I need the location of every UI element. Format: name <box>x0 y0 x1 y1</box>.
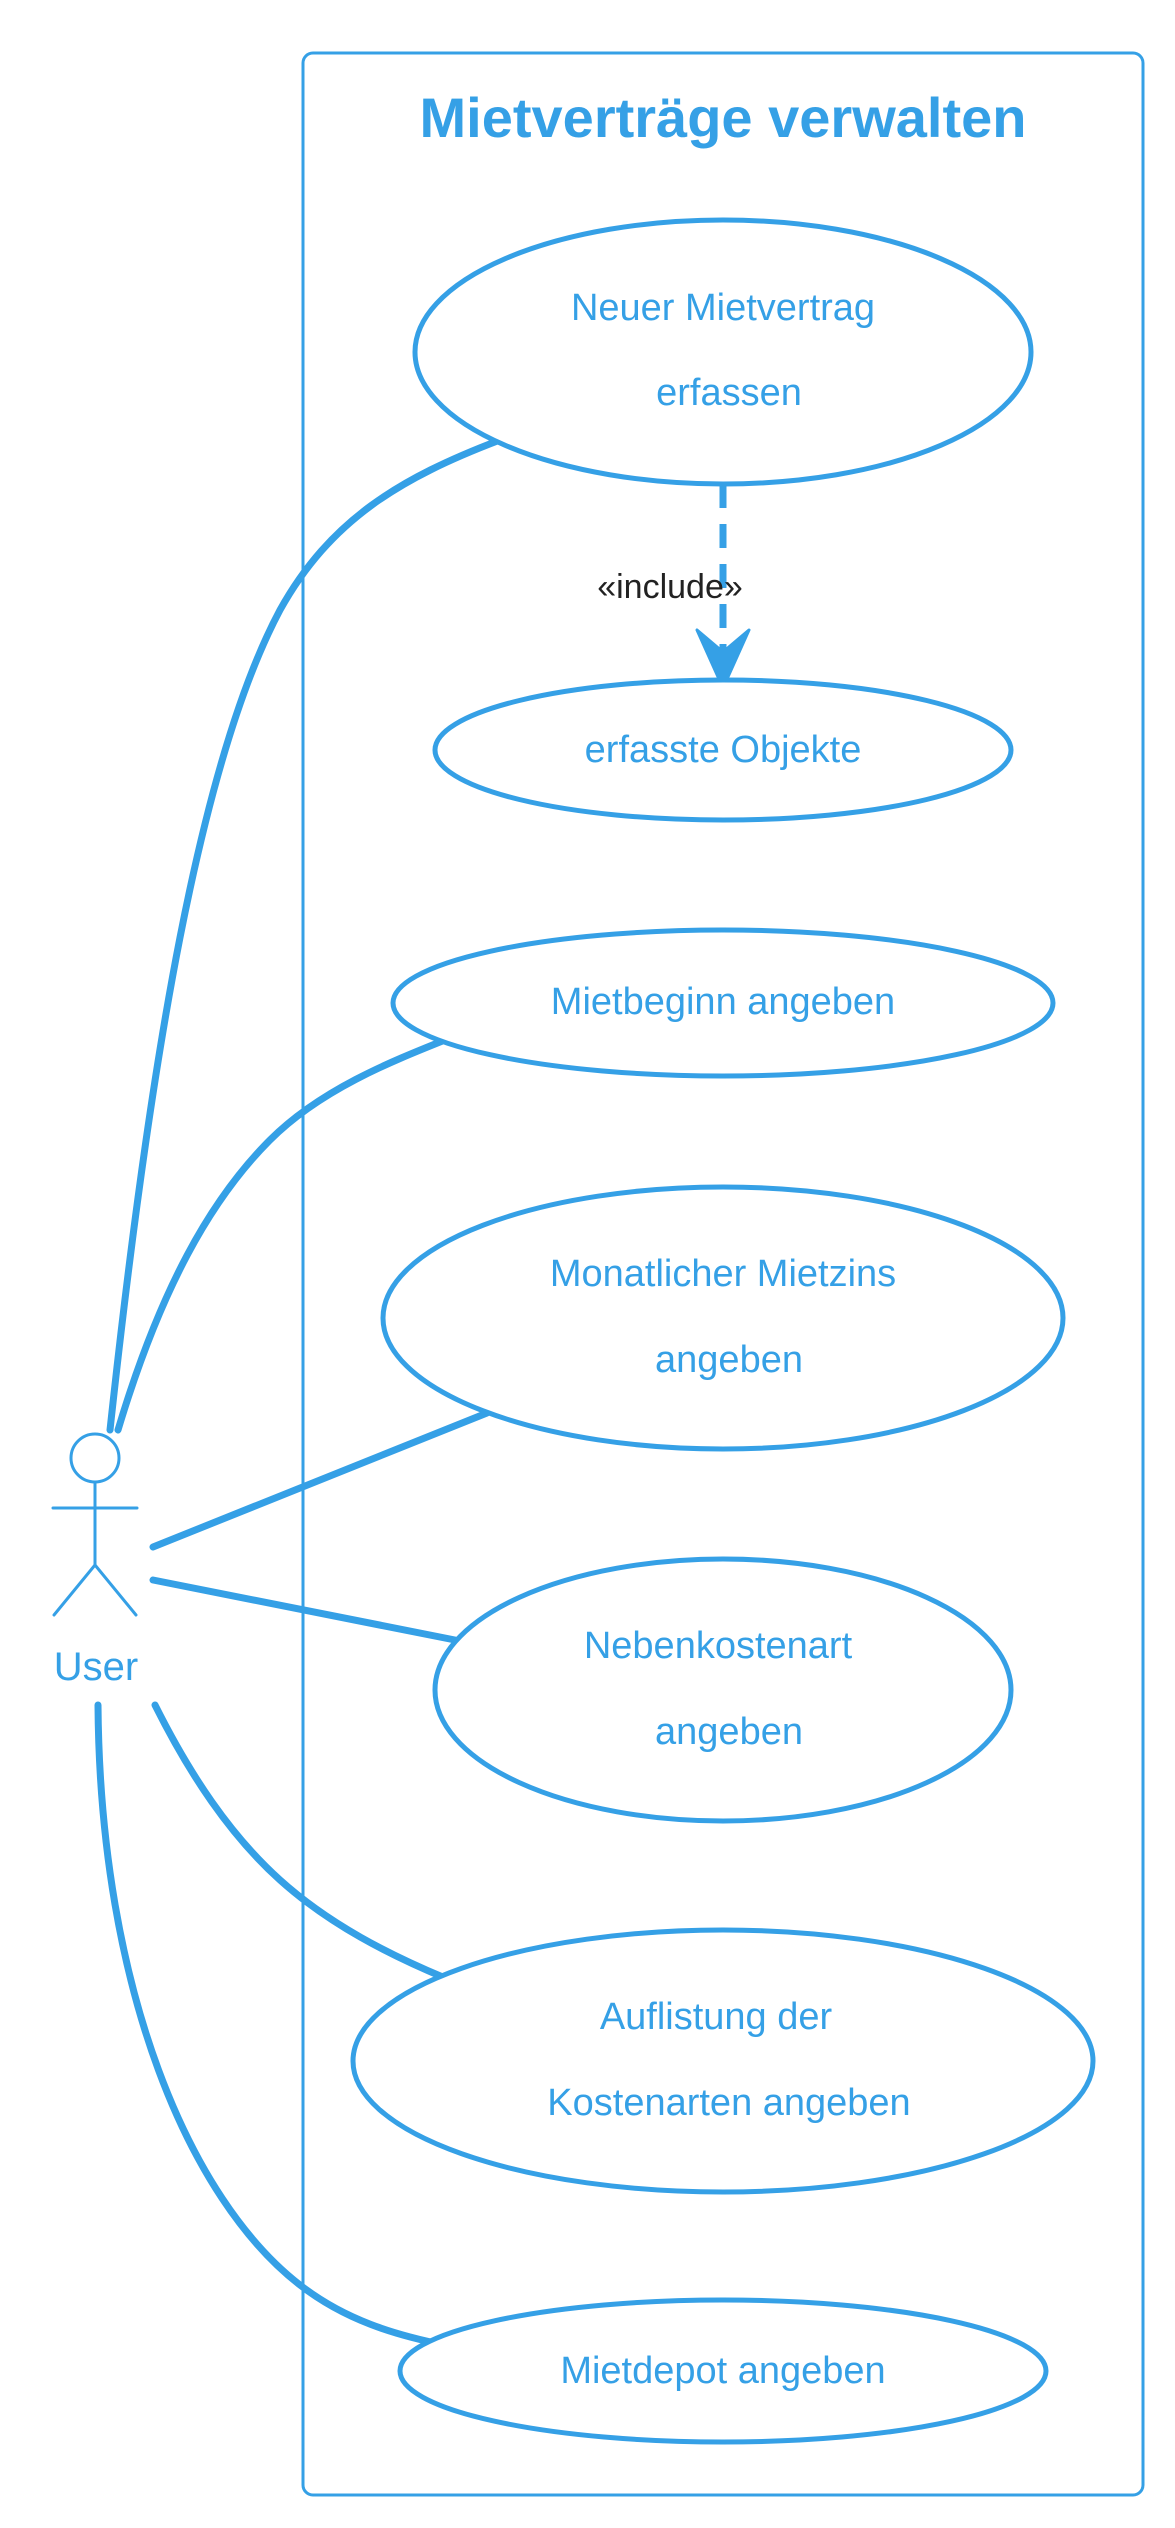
use-case-label-line: Mietbeginn angeben <box>551 981 895 1023</box>
use-case-label-line: Nebenkostenart <box>584 1625 853 1667</box>
include-arrowhead-icon <box>695 628 751 690</box>
association-auflistung-kostenarten <box>151 1701 449 1982</box>
use-case-auflistung-kostenarten[interactable]: Auflistung der Kostenarten angeben <box>350 1927 1096 2195</box>
use-case-label-line: Mietdepot angeben <box>560 2350 885 2392</box>
use-case-label-line: Neuer Mietvertrag <box>571 287 875 329</box>
use-case-label-line: angeben <box>655 1339 803 1381</box>
association-mietbeginn <box>114 1036 449 1434</box>
actor-user[interactable]: User <box>51 1432 139 1689</box>
use-case-neuer-mietvertrag[interactable]: Neuer Mietvertrag erfassen <box>412 217 1034 487</box>
stick-figure-icon <box>51 1432 139 1617</box>
use-case-monatlicher-mietzins[interactable]: Monatlicher Mietzins angeben <box>380 1184 1066 1452</box>
use-case-label-line: erfasste Objekte <box>585 729 862 771</box>
actor-name: User <box>54 1645 138 1689</box>
use-case-label-line: angeben <box>655 1711 803 1753</box>
system-boundary <box>301 51 1145 2497</box>
use-case-mietdepot[interactable]: Mietdepot angeben <box>397 2297 1049 2445</box>
use-case-label-line: erfassen <box>656 372 802 414</box>
use-case-label-line: Auflistung der <box>600 1996 833 2038</box>
use-case-label-line: Kostenarten angeben <box>547 2082 910 2124</box>
use-case-erfasste-objekte[interactable]: erfasste Objekte <box>432 677 1014 823</box>
association-nebenkostenart <box>149 1576 464 1645</box>
include-stereotype-label: «include» <box>597 568 743 606</box>
use-case-mietbeginn[interactable]: Mietbeginn angeben <box>390 927 1056 1079</box>
association-neuer-mietvertrag <box>106 436 504 1434</box>
use-case-nebenkostenart[interactable]: Nebenkostenart angeben <box>432 1556 1014 1824</box>
association-monatlicher-mietzins <box>149 1409 491 1551</box>
association-mietdepot <box>94 1701 449 2349</box>
use-case-label-line: Monatlicher Mietzins <box>550 1253 896 1295</box>
system-title: Mietverträge verwalten <box>420 86 1027 149</box>
